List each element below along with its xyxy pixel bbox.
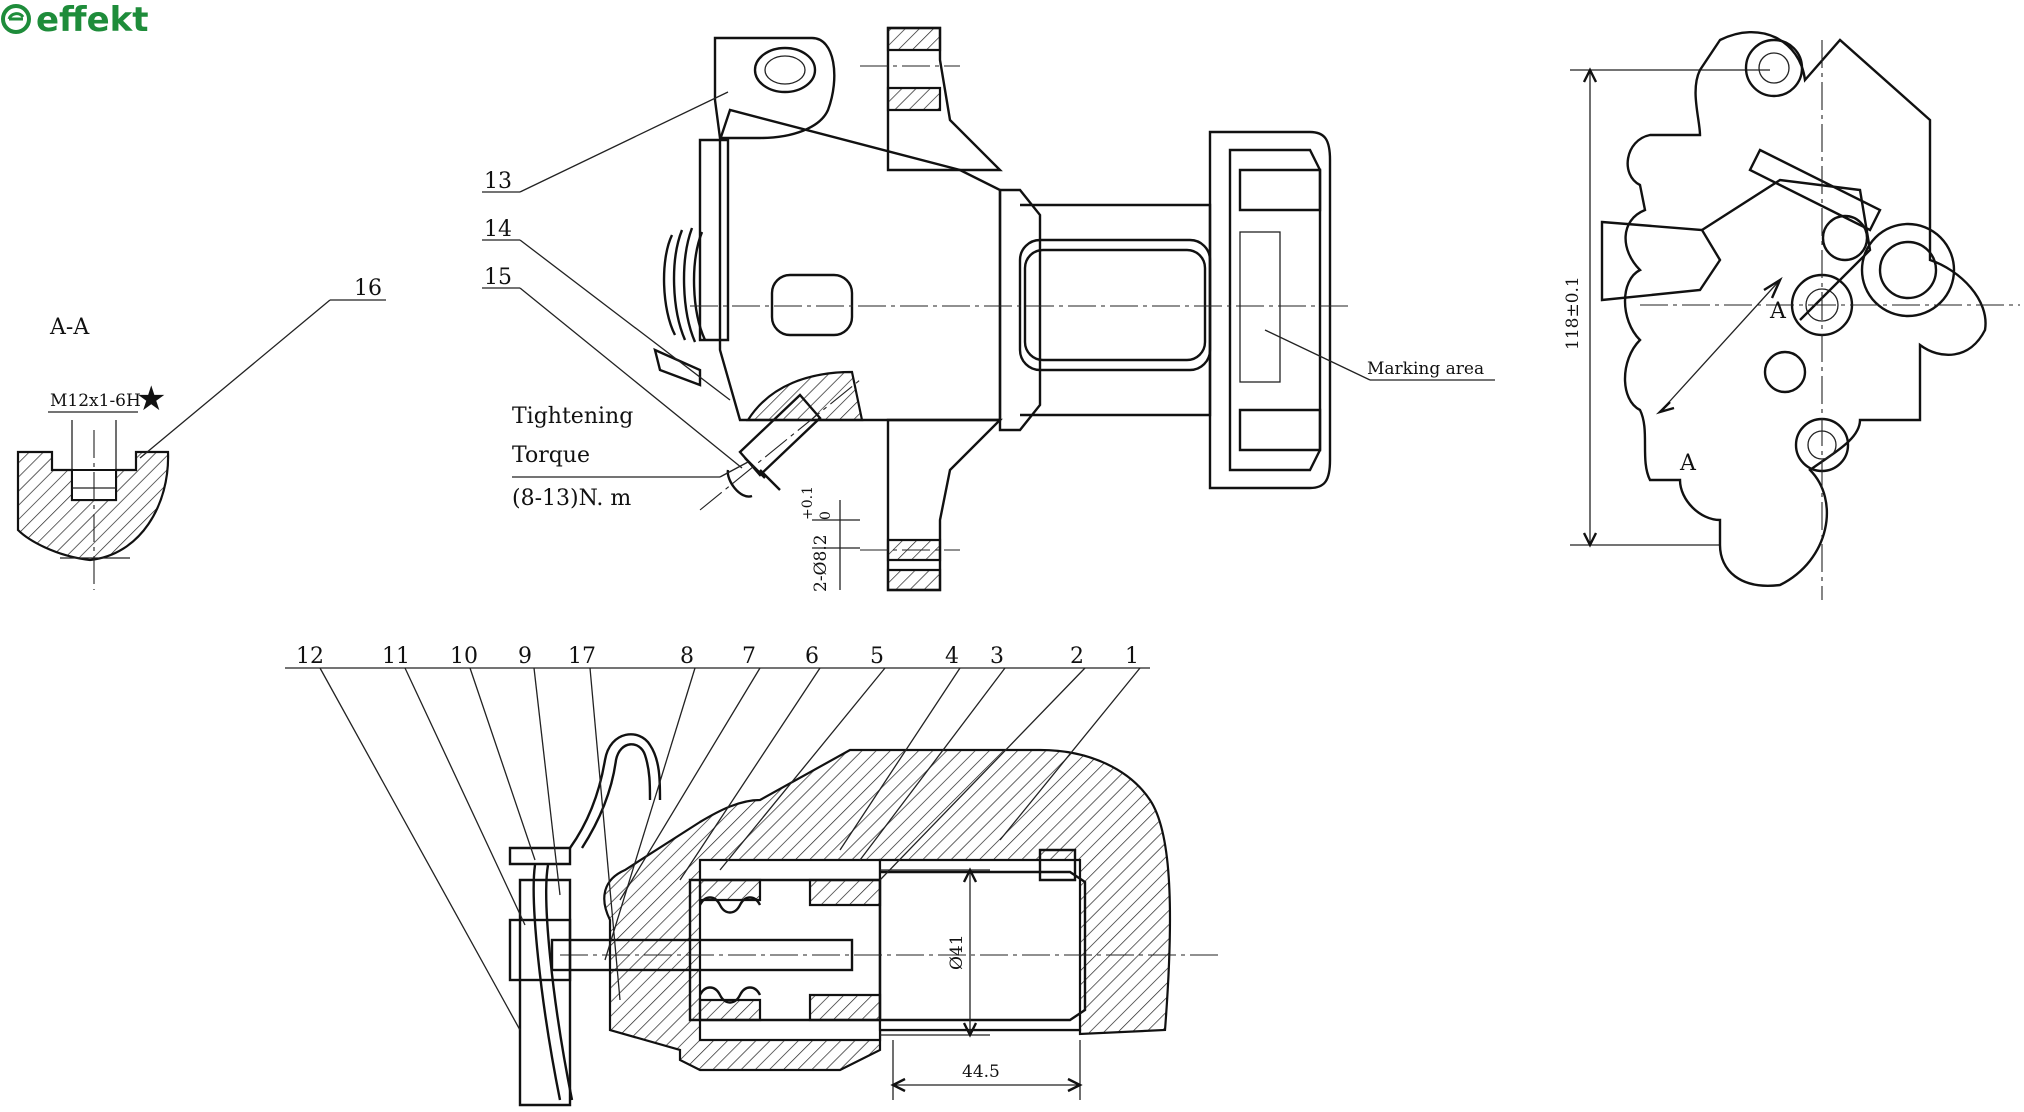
height-dimension: 118±0.1 [1563, 276, 1583, 350]
svg-text:12: 12 [296, 644, 324, 669]
section-mark-2: A [1679, 451, 1697, 476]
callout-7: 7 [619, 644, 761, 901]
callout-15: 15 [482, 265, 743, 469]
hole-dimension: 2-Ø8.2 [811, 534, 831, 592]
tightening-torque-note: Tightening Torque (8-13)N. m [512, 404, 749, 511]
callout-8: 8 [604, 644, 696, 961]
svg-text:4: 4 [945, 644, 959, 669]
callout-6: 6 [679, 644, 821, 881]
callout-4: 4 [839, 644, 961, 851]
torque-line-3: (8-13)N. m [512, 486, 631, 511]
svg-text:8: 8 [680, 644, 694, 669]
caliper-front-view: Marking area +0.1 0 2-Ø8.2 [653, 26, 1495, 592]
svg-text:10: 10 [450, 644, 478, 669]
logo-circle-icon [1, 4, 31, 34]
callout-17: 17 [568, 644, 621, 1001]
callout-13: 13 [482, 91, 729, 194]
section-mark-1: A [1769, 299, 1787, 324]
svg-text:6: 6 [805, 644, 819, 669]
caliper-section-view: Ø41 44.5 [508, 733, 1220, 1107]
callout-3: 3 [859, 644, 1006, 861]
star-icon: ★ [136, 379, 166, 419]
svg-text:5: 5 [870, 644, 884, 669]
svg-text:14: 14 [484, 217, 512, 242]
svg-text:7: 7 [742, 644, 756, 669]
caliper-side-view: 118±0.1 A A [1563, 30, 2020, 600]
section-title: A-A [49, 315, 90, 340]
svg-text:16: 16 [354, 276, 382, 301]
svg-text:9: 9 [518, 644, 532, 669]
length-dimension: 44.5 [962, 1062, 1000, 1082]
callout-11: 11 [382, 644, 526, 926]
svg-text:17: 17 [568, 644, 596, 669]
callout-10: 10 [450, 644, 536, 861]
svg-text:3: 3 [990, 644, 1004, 669]
svg-text:1: 1 [1125, 644, 1139, 669]
callout-16: 16 [139, 276, 386, 459]
callout-1: 1 [999, 644, 1141, 841]
brand-logo: effekt [1, 0, 149, 40]
torque-line-2: Torque [512, 443, 590, 468]
callout-14: 14 [482, 217, 731, 401]
thread-spec: M12x1-6H [50, 391, 141, 411]
diameter-dimension: Ø41 [947, 934, 967, 970]
svg-text:11: 11 [382, 644, 410, 669]
hole-tol-lower: 0 [818, 511, 834, 520]
bottom-callouts: 12 11 10 9 17 8 7 6 5 4 3 2 1 [285, 644, 1150, 1031]
svg-text:15: 15 [484, 265, 512, 290]
marking-area-label: Marking area [1367, 359, 1484, 379]
hole-tol-upper: +0.1 [800, 486, 816, 520]
section-a-a-view: A-A M12x1-6H ★ [16, 315, 170, 590]
section-body [16, 450, 170, 562]
callout-5: 5 [719, 644, 886, 871]
callout-12: 12 [296, 644, 521, 1031]
spring-coil [662, 227, 707, 343]
callout-9: 9 [518, 644, 561, 896]
logo-text: effekt [36, 0, 149, 40]
svg-text:13: 13 [484, 169, 512, 194]
torque-line-1: Tightening [512, 404, 633, 429]
callout-2: 2 [879, 644, 1086, 881]
svg-text:2: 2 [1070, 644, 1084, 669]
